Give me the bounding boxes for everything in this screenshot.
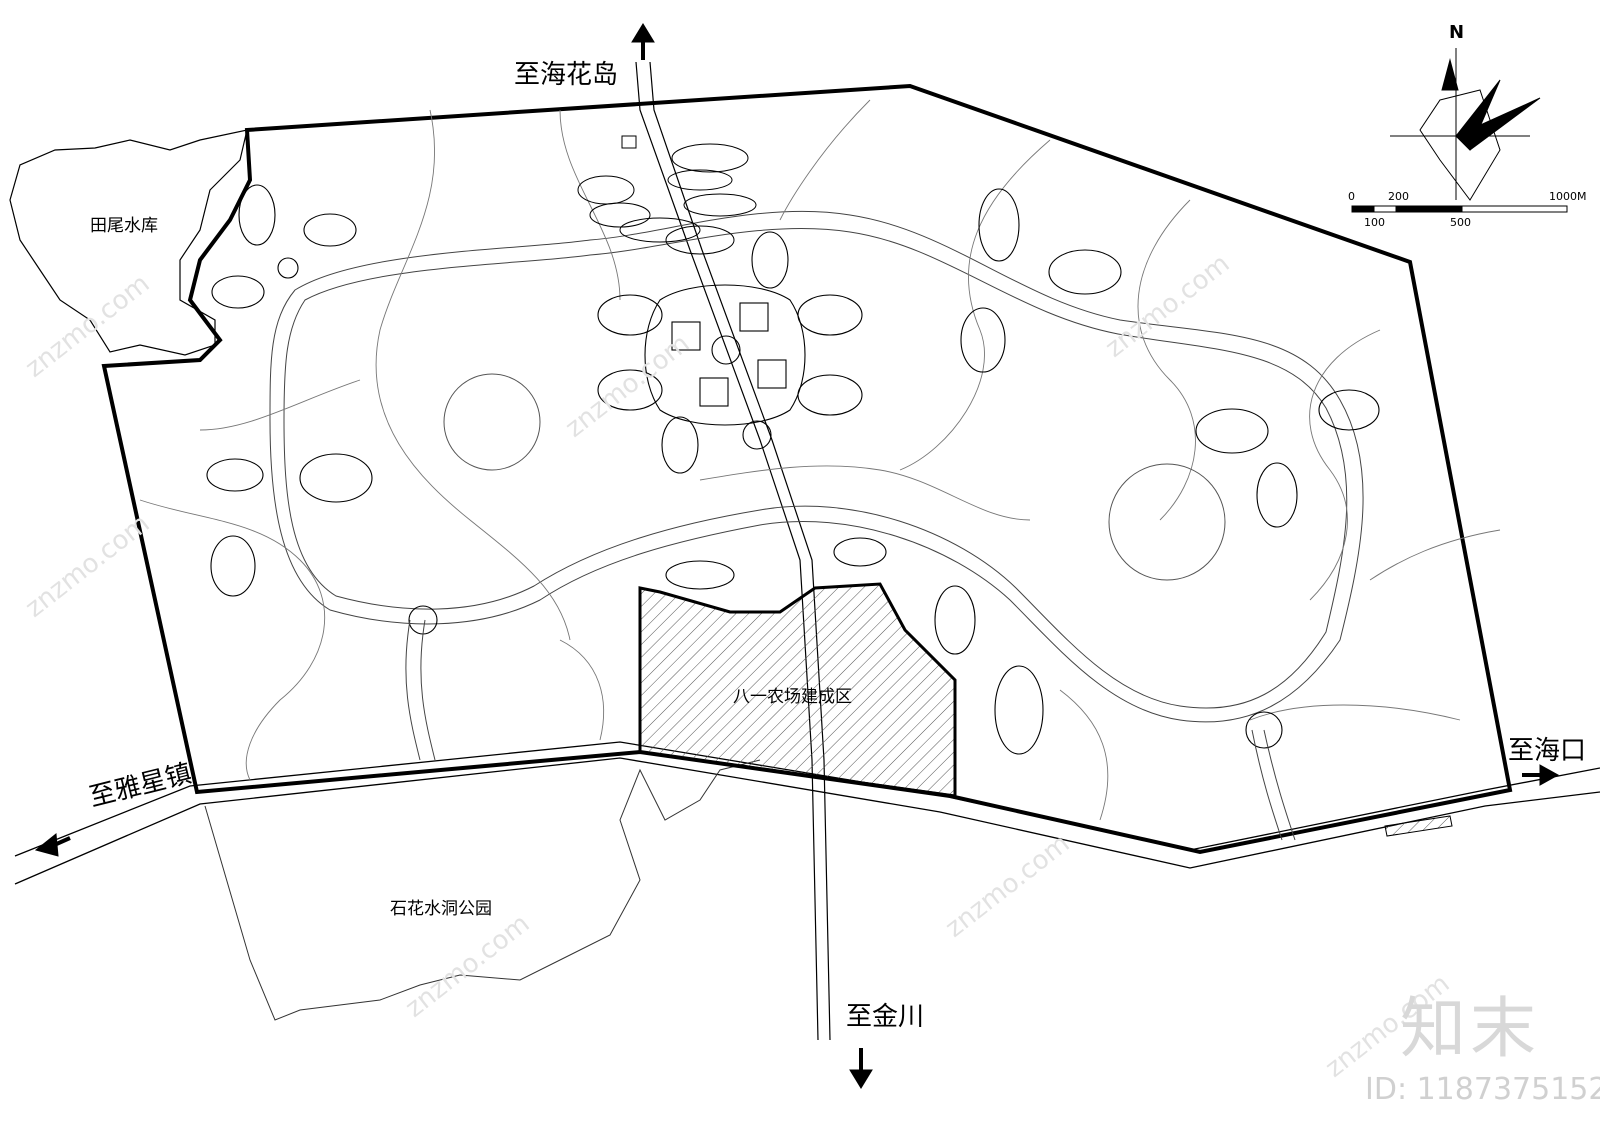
central-flower-cluster — [597, 231, 863, 474]
site-boundary — [101, 83, 1513, 855]
arrow-left-icon — [34, 833, 71, 857]
east-road-hatch — [1384, 815, 1453, 837]
watermark-logo: 知末 — [1400, 990, 1540, 1067]
branch-roads — [405, 619, 1296, 841]
east-plaza — [1108, 463, 1226, 581]
compass-rose-icon — [1390, 48, 1541, 201]
west-plaza — [443, 373, 541, 471]
label-shihua-cave-park: 石花水洞公园 — [390, 899, 492, 919]
north-village-cluster — [577, 135, 757, 255]
compass-north-label: N — [1449, 22, 1465, 43]
shihua-cave-park-outline — [204, 759, 761, 1021]
label-tianwei-reservoir: 田尾水库 — [90, 216, 158, 236]
label-to-jinchuan: 至金川 — [846, 1002, 925, 1032]
label-to-haihua-island: 至海花岛 — [514, 60, 619, 90]
scale-tick-0: 0 — [1348, 190, 1355, 203]
direction-arrows — [34, 23, 1560, 1089]
north-south-road — [635, 61, 831, 1041]
tianwei-reservoir-outline — [9, 129, 248, 356]
contour-lines — [139, 99, 1501, 821]
scale-tick-200: 200 — [1388, 190, 1409, 203]
watermark-id: ID: 1187375152 — [1365, 1072, 1600, 1107]
label-to-haikou: 至海口 — [1508, 736, 1587, 766]
arrow-down-icon — [849, 1048, 873, 1089]
scale-tick-100: 100 — [1364, 216, 1385, 229]
label-bayi-farm-built-area: 八一农场建成区 — [733, 687, 852, 707]
scale-bar — [1351, 205, 1568, 213]
scale-tick-1000m: 1000M — [1549, 190, 1587, 203]
scale-tick-500: 500 — [1450, 216, 1471, 229]
bayi-farm-built-area — [638, 582, 957, 798]
ring-road — [269, 210, 1364, 723]
arrow-up-icon — [631, 23, 655, 60]
arrow-right-icon — [1522, 764, 1560, 786]
